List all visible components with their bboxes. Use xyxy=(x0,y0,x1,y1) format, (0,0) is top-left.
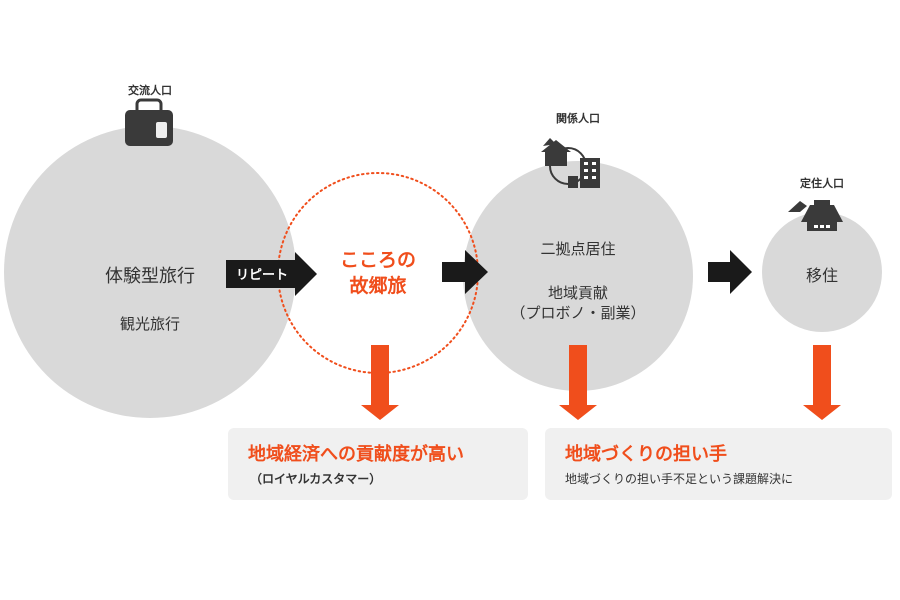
repeat-arrow xyxy=(226,252,317,296)
circle-koryu xyxy=(4,126,296,418)
house-icon xyxy=(788,200,843,231)
stage-text-iju: 移住 xyxy=(805,266,838,285)
suitcase-icon xyxy=(125,98,173,146)
arrow-right-icon xyxy=(708,250,752,294)
stage-text-taiken: 体験型旅行 xyxy=(105,266,195,287)
arrow-down-icon xyxy=(559,345,597,420)
caption-teiju-jinko: 定住人口 xyxy=(800,177,844,190)
stage-text-chiiki-koken: 地域貢献 xyxy=(547,284,608,302)
stage-text-probono: （プロボノ・副業） xyxy=(510,304,646,322)
stage-text-kokoro: こころの xyxy=(339,249,416,271)
caption-koryu-jinko: 交流人口 xyxy=(128,84,172,97)
stage-text-kokyo-tabi: 故郷旅 xyxy=(349,275,407,297)
circle-kankei xyxy=(463,161,693,391)
outcome-subtitle: （ロイヤルカスタマー） xyxy=(250,472,382,486)
stage-text-nikyoten: 二拠点居住 xyxy=(540,240,616,258)
arrow-down-icon xyxy=(361,345,399,420)
arrow-right-icon xyxy=(442,250,488,294)
house-building-icon xyxy=(541,138,600,188)
arrow-down-icon xyxy=(803,345,841,420)
outcome-subtitle: 地域づくりの担い手不足という課題解決に xyxy=(565,472,794,486)
caption-kankei-jinko: 関係人口 xyxy=(556,112,600,125)
repeat-label: リピート xyxy=(235,268,288,283)
stage-text-kanko: 観光旅行 xyxy=(119,315,180,333)
outcome-box-economy: 地域経済への貢献度が高い （ロイヤルカスタマー） xyxy=(228,428,528,500)
circle-teiju xyxy=(762,212,882,332)
outcome-title: 地域づくりの担い手 xyxy=(565,444,727,465)
outcome-box-community: 地域づくりの担い手 地域づくりの担い手不足という課題解決に xyxy=(545,428,892,500)
outcome-title: 地域経済への貢献度が高い xyxy=(248,444,464,465)
